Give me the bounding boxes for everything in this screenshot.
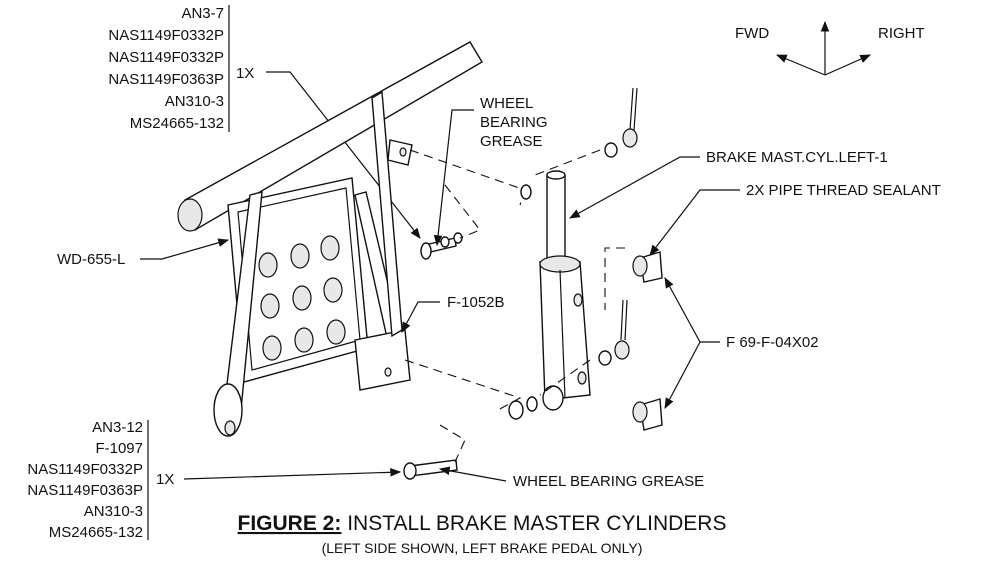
hardware-item: F-1097	[95, 440, 143, 457]
hardware-item: AN310-3	[165, 93, 224, 110]
leader-link	[401, 301, 440, 333]
lower-pin-hardware	[508, 299, 630, 420]
leader-master-cyl	[569, 156, 700, 219]
leader-bolt-bottom	[183, 467, 402, 480]
hardware-item: NAS1149F0332P	[27, 461, 143, 478]
hardware-item: MS24665-132	[130, 115, 224, 132]
tube-end	[177, 198, 203, 232]
hardware-list-bottom: AN3-12 F-1097 NAS1149F0332P NAS1149F0363…	[27, 419, 402, 541]
callout-sealant: 2X PIPE THREAD SEALANT	[746, 182, 941, 199]
orientation-indicator: FWD RIGHT	[735, 20, 925, 76]
figure-number: FIGURE 2:	[238, 512, 342, 535]
figure-title: INSTALL BRAKE MASTER CYLINDERS	[341, 512, 726, 535]
pedal-assembly	[177, 41, 483, 437]
callout-link: F-1052B	[447, 294, 505, 311]
fitting-upper	[632, 251, 663, 283]
right-arrow	[824, 54, 871, 76]
callout-grease-top-line2: BEARING	[480, 114, 548, 131]
callout-fitting: F 69-F-04X02	[726, 334, 819, 351]
leader-pedal	[140, 238, 230, 260]
fitting-lower	[632, 398, 663, 431]
leader-fitting-upper	[664, 277, 720, 343]
hardware-qty-bottom: 1X	[156, 471, 174, 488]
bolt-top	[420, 232, 463, 260]
master-cylinder	[539, 170, 591, 411]
leader-bolt-top	[266, 71, 421, 239]
right-label: RIGHT	[878, 25, 925, 42]
callout-master-cyl: BRAKE MAST.CYL.LEFT-1	[706, 149, 888, 166]
leader-fitting-lower	[664, 341, 701, 409]
hardware-item: MS24665-132	[49, 524, 143, 541]
hardware-qty-top: 1X	[236, 65, 254, 82]
leader-grease-bottom	[438, 466, 507, 482]
hardware-item: AN3-7	[181, 5, 224, 22]
fwd-arrow	[776, 54, 826, 76]
hardware-item: NAS1149F0332P	[108, 49, 224, 66]
hardware-item: NAS1149F0363P	[108, 71, 224, 88]
hardware-item: AN3-12	[92, 419, 143, 436]
hardware-list-top: AN3-7 NAS1149F0332P NAS1149F0332P NAS114…	[108, 5, 421, 239]
cylinder-rod	[546, 174, 566, 266]
bolt-bottom	[403, 459, 458, 480]
callout-grease-bottom: WHEEL BEARING GREASE	[513, 473, 704, 490]
hardware-item: NAS1149F0332P	[108, 27, 224, 44]
top-pin-hardware	[520, 87, 638, 200]
callout-grease-top-line1: WHEEL	[480, 95, 533, 112]
pedal-holes	[258, 235, 346, 361]
callout-grease-top-line3: GREASE	[480, 133, 543, 150]
hardware-item: NAS1149F0363P	[27, 482, 143, 499]
fwd-label: FWD	[735, 25, 769, 42]
figure-caption: FIGURE 2: INSTALL BRAKE MASTER CYLINDERS	[238, 512, 727, 535]
leader-sealant	[649, 189, 740, 256]
link-bracket	[354, 329, 411, 391]
figure-subtitle: (LEFT SIDE SHOWN, LEFT BRAKE PEDAL ONLY)	[322, 540, 643, 556]
pedal-pivot	[213, 383, 243, 437]
callout-pedal: WD-655-L	[57, 251, 125, 268]
hardware-item: AN310-3	[84, 503, 143, 520]
leader-grease-top	[433, 109, 474, 247]
